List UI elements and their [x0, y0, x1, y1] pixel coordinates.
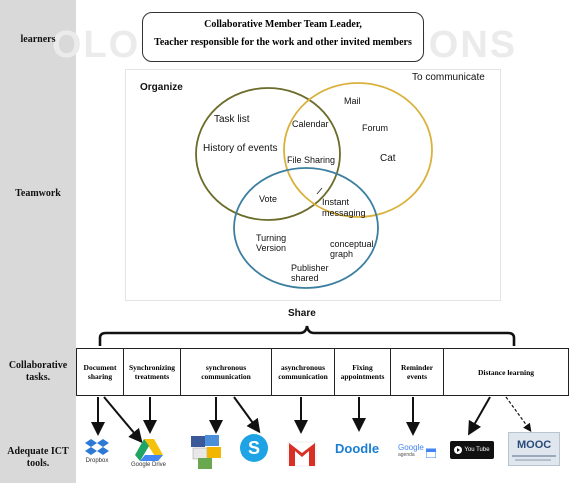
version-label: Version — [256, 243, 287, 253]
forum-label: Forum — [362, 123, 389, 133]
cat-label: Cat — [380, 153, 396, 164]
google-drive-icon — [134, 439, 163, 461]
mooc-word-cloud: MOOC — [508, 432, 560, 466]
instant-label: Instant — [322, 197, 350, 207]
skype-glyph: S — [248, 438, 260, 458]
google-agenda-tool: Google agenda — [398, 443, 436, 458]
team-leader-line2: Teacher responsible for the work and oth… — [154, 37, 412, 48]
gmail-icon — [287, 441, 317, 467]
organize-label: Organize — [140, 82, 183, 93]
google-agenda-text: Google agenda — [398, 443, 424, 458]
communicate-circle — [283, 82, 433, 218]
row-label-ict-tools: Adequate ICT tools. — [7, 446, 69, 469]
row-label-teamwork: Teamwork — [15, 188, 61, 199]
task-synchronizing-treatments: Synchronizing treatments — [124, 349, 181, 395]
google-drive-tool: Google Drive — [131, 438, 166, 468]
agenda-caption: agenda — [398, 452, 415, 458]
turning-label: Turning — [256, 233, 287, 243]
doodle-tool: Doodle — [335, 441, 379, 456]
communicate-label: To communicate — [412, 72, 485, 83]
collaborative-tasks-table: Document sharing Synchronizing treatment… — [76, 348, 569, 396]
shared-label: shared — [291, 273, 319, 283]
venn-panel — [126, 70, 500, 300]
gmail-tool — [286, 438, 318, 468]
vote-label: Vote — [259, 194, 278, 204]
task-asynchronous-communication: asynchronous communication — [272, 349, 335, 395]
arrow-distance-youtube — [468, 396, 491, 436]
dropbox-tool: Dropbox — [84, 438, 110, 464]
calendar-label: Calendar — [292, 119, 329, 129]
task-fixing-appointments: Fixing appointments — [335, 349, 391, 395]
google-logo: Google — [398, 443, 424, 452]
share-circle — [233, 167, 379, 289]
mooc-tool: MOOC — [508, 432, 560, 466]
social-media-tool — [190, 434, 234, 470]
arrow-doc-drive — [103, 396, 143, 444]
mooc-decor-1 — [512, 455, 556, 457]
conceptual-label: conceptual — [330, 239, 374, 249]
social-media-icon — [191, 435, 221, 469]
task-distance-learning: Distance learning — [477, 367, 535, 377]
history-label: History of events — [203, 143, 278, 154]
skype-icon: S — [240, 434, 268, 462]
youtube-text: You Tube — [464, 447, 490, 453]
messaging-label: messaging — [322, 208, 366, 218]
task-list-label: Task list — [214, 114, 250, 125]
skype-tool: S — [238, 432, 270, 466]
youtube-tool: You Tube — [450, 441, 494, 459]
doodle-logo: Doodle — [335, 441, 380, 456]
task-document-sharing: Document sharing — [77, 349, 124, 395]
instant-pointer — [316, 187, 323, 195]
mooc-decor-2 — [515, 459, 551, 461]
arrow-distance-mooc — [505, 396, 532, 432]
task-synchronous-communication: synchronous communication — [181, 349, 272, 395]
team-leader-box: Collaborative Member Team Leader, Teache… — [142, 12, 424, 62]
row-label-column — [0, 0, 76, 483]
google-drive-caption: Google Drive — [131, 462, 167, 468]
file-sharing-label: File Sharing — [287, 155, 336, 165]
youtube-play-icon — [454, 446, 463, 454]
row-label-collaborative-tasks: Collaborative tasks. — [8, 360, 68, 383]
share-label: Share — [288, 308, 316, 319]
youtube-badge: You Tube — [450, 441, 494, 459]
row-label-learners: learners — [20, 34, 56, 45]
calendar-icon — [425, 448, 436, 458]
task-reminder-events: Reminder events — [391, 349, 444, 395]
organize-circle — [195, 87, 341, 221]
dropbox-icon — [85, 439, 109, 455]
publisher-label: Publisher — [291, 263, 329, 273]
mail-label: Mail — [344, 96, 361, 106]
dropbox-caption: Dropbox — [85, 458, 109, 464]
share-brace — [98, 325, 516, 346]
mooc-text: MOOC — [517, 439, 552, 451]
team-leader-line1: Collaborative Member Team Leader, — [204, 19, 362, 30]
graph-label: graph — [330, 249, 354, 259]
arrow-synchronous-skype — [233, 396, 261, 434]
